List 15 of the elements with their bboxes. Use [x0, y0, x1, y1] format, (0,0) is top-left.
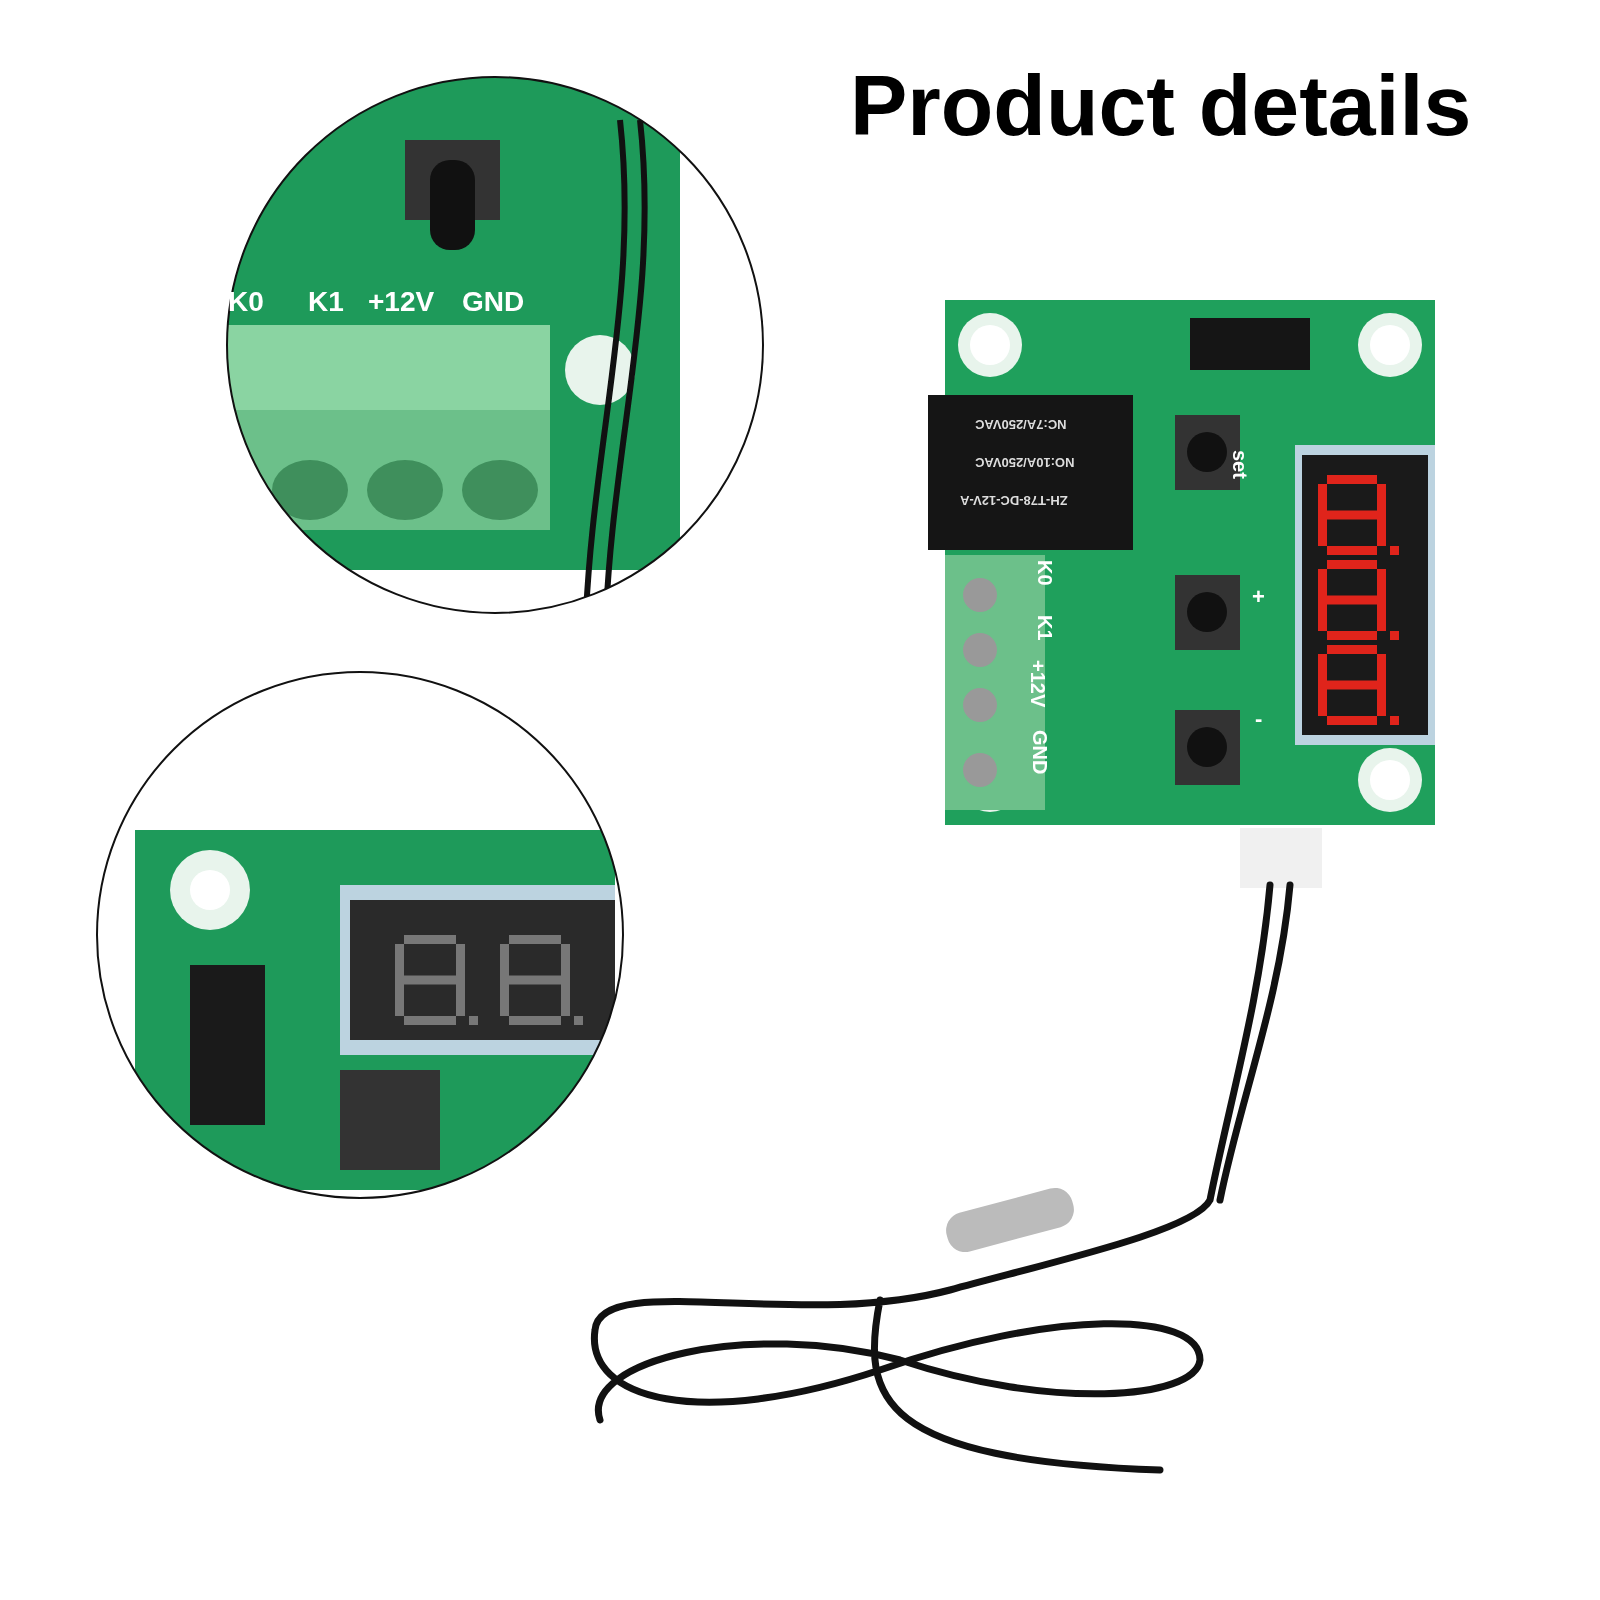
silkscreen-label: K1 [308, 288, 344, 316]
silkscreen-label: K0 [228, 288, 264, 316]
relay-marking: NC:7A/250VAC [975, 418, 1067, 431]
terminal-label: K0 [1035, 560, 1055, 586]
silkscreen-label: +12V [368, 288, 435, 316]
button-label: + [1252, 586, 1265, 608]
relay-marking: NO:10A/250VAC [975, 456, 1075, 469]
silkscreen-label: GND [462, 288, 525, 316]
page-title: Product details [850, 62, 1472, 148]
terminal-label: GND [1030, 730, 1050, 775]
terminal-label: +12V [1028, 660, 1048, 708]
terminal-label: K1 [1035, 615, 1055, 641]
button-label: set [1230, 450, 1250, 479]
button-label: - [1255, 708, 1263, 730]
relay-marking: ZH-T78-DC-12V-A [960, 494, 1068, 507]
